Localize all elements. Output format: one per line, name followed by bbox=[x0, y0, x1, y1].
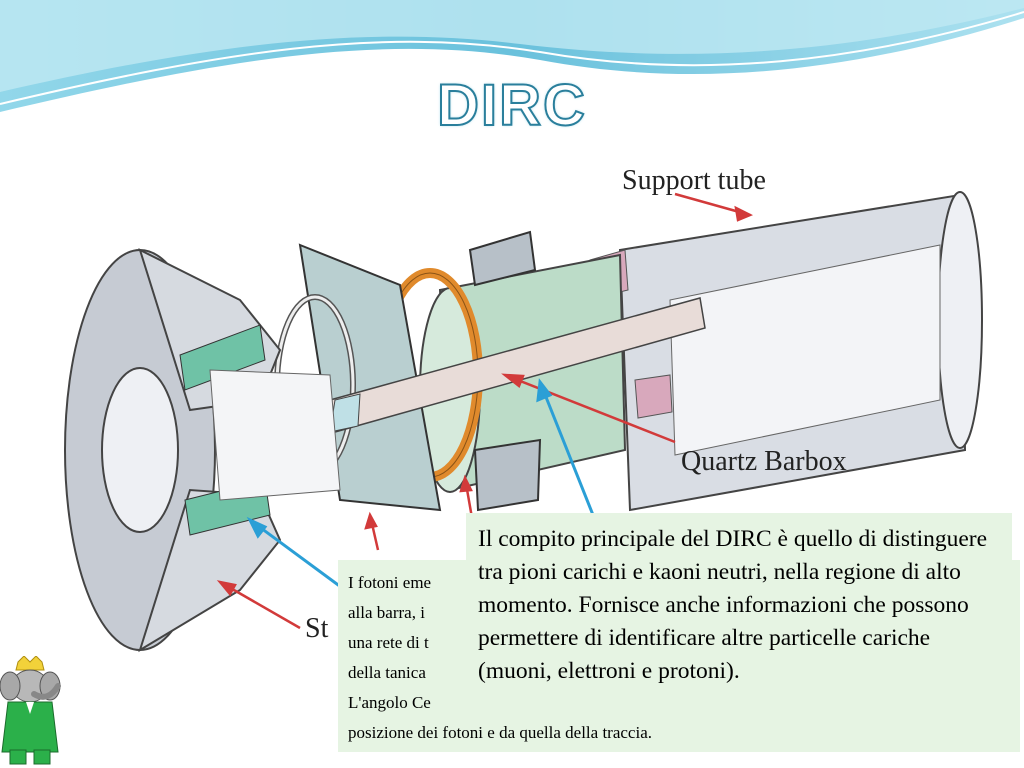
photon-text-line: della tanica bbox=[348, 663, 426, 682]
dirc-purpose-text: Il compito principale del DIRC è quello … bbox=[478, 526, 988, 684]
blue-pointer-arrows bbox=[246, 378, 597, 592]
red-pointer-arrows bbox=[216, 192, 754, 630]
standoff-box bbox=[64, 248, 341, 653]
photon-text-line: L'angolo Ce bbox=[348, 693, 431, 712]
photon-text-line: I fotoni eme bbox=[348, 573, 432, 592]
partial-diagram-label: St bbox=[305, 613, 329, 644]
dirc-detector-diagram bbox=[64, 191, 983, 653]
dirc-purpose-box: Il compito principale del DIRC è quello … bbox=[466, 513, 1012, 723]
support-tube bbox=[618, 191, 983, 512]
elephant-mascot-icon bbox=[0, 656, 61, 765]
slide-title: DIRC bbox=[436, 72, 587, 139]
photon-text-line: una rete di t bbox=[348, 633, 429, 652]
photon-text-line: alla barra, i bbox=[348, 603, 425, 622]
quartz-barbox-label: Quartz Barbox bbox=[681, 446, 847, 477]
support-tube-label: Support tube bbox=[622, 165, 766, 196]
header-wave-decoration bbox=[0, 0, 1024, 117]
photon-text-line: posizione dei fotoni e da quella della t… bbox=[348, 723, 652, 742]
